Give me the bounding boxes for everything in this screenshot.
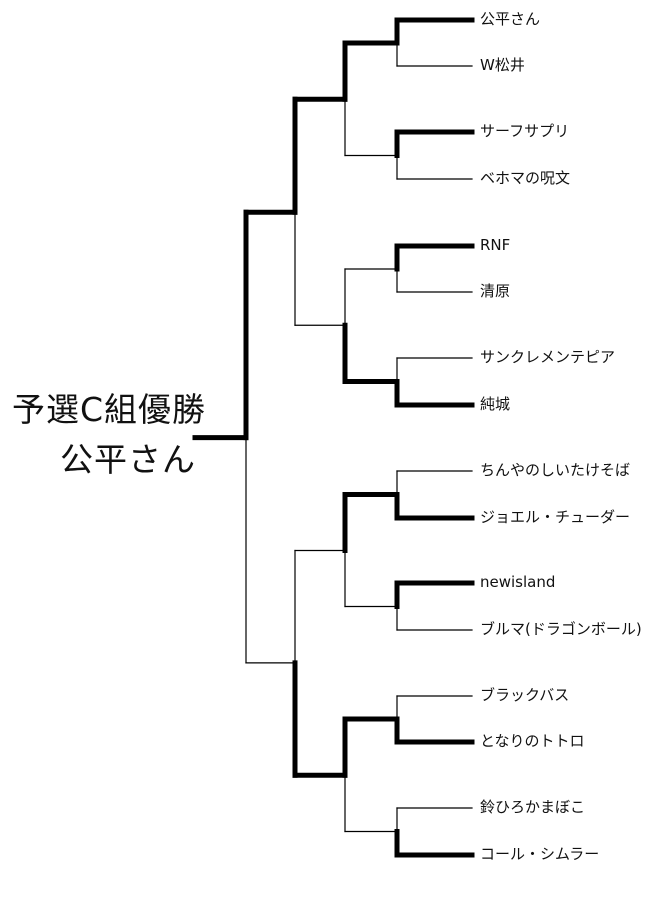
entrant-label: ジョエル・チューダー: [480, 508, 631, 526]
entrant-label: newisland: [480, 573, 556, 591]
entrant-label: ブラックバス: [480, 686, 570, 704]
entrant-label: 純城: [480, 395, 511, 413]
champion-name: 公平さん: [60, 440, 196, 479]
entrant-label: ちんやのしいたけそば: [480, 461, 631, 479]
champion-title: 予選C組優勝: [12, 390, 207, 429]
entrant-label: W松井: [480, 56, 525, 74]
entrant-label: コール・シムラー: [480, 845, 600, 863]
entrant-label: ベホマの呪文: [480, 169, 571, 187]
entrant-label: 清原: [480, 282, 511, 300]
entrant-label: 鈴ひろかまぼこ: [480, 798, 586, 816]
entrant-label: となりのトトロ: [480, 732, 585, 750]
entrant-label: サーフサプリ: [480, 122, 570, 140]
entrant-label: 公平さん: [480, 10, 541, 28]
entrant-label: サンクレメンテピア: [480, 348, 616, 366]
entrant-label: RNF: [480, 236, 511, 254]
entrant-label: ブルマ(ドラゴンボール): [480, 620, 642, 638]
